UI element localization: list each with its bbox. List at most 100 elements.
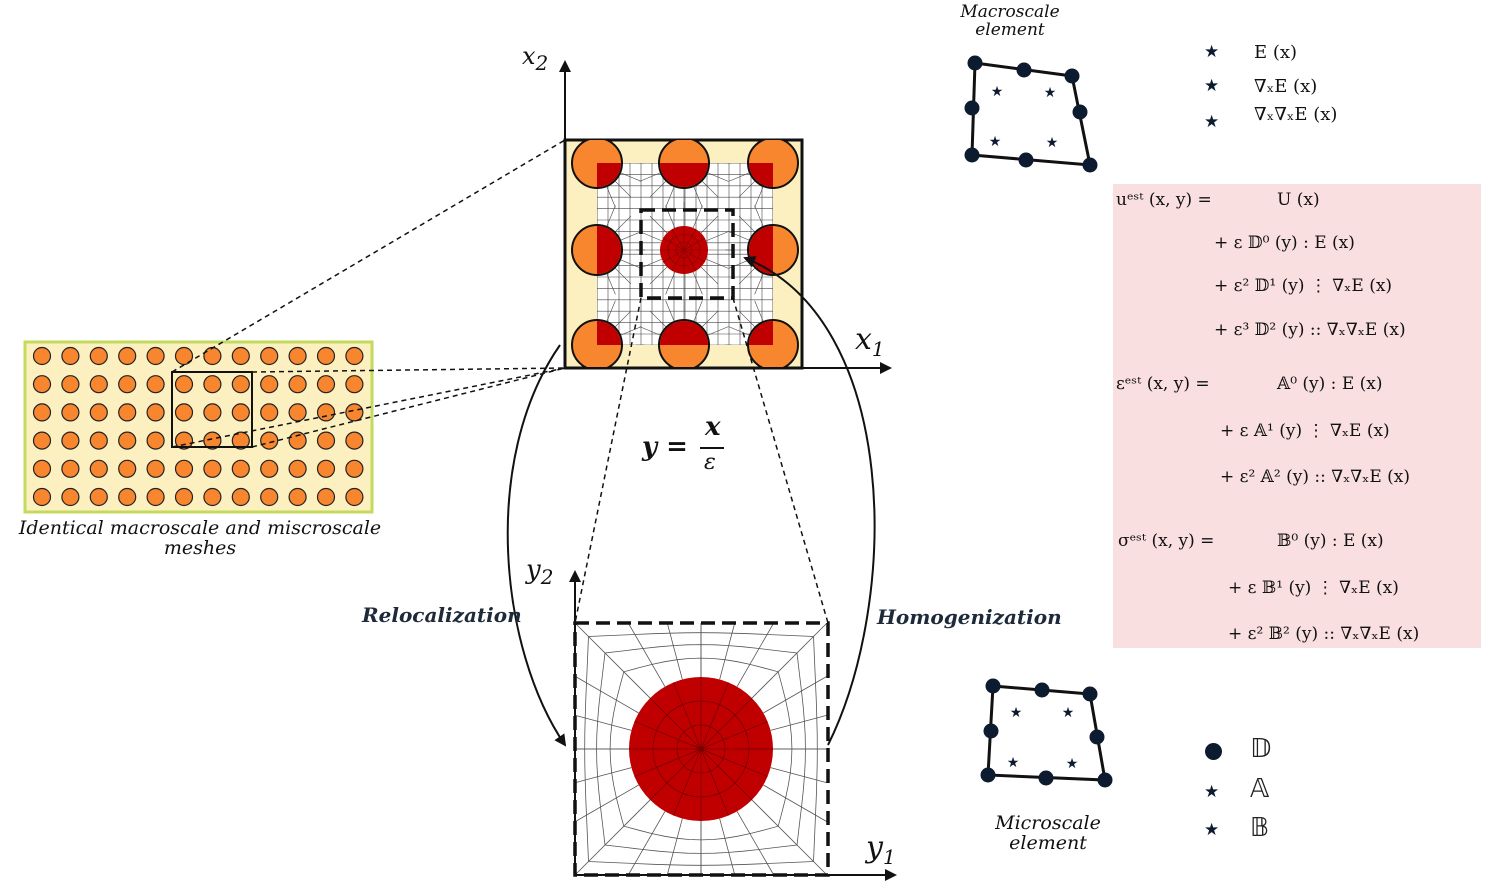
- plate-inclusion: [61, 346, 80, 366]
- mesh-line: [751, 622, 828, 699]
- element-node: [967, 55, 983, 71]
- mesh-line: [574, 799, 651, 876]
- plate-inclusion: [260, 346, 279, 366]
- periodic-cell: [563, 138, 804, 370]
- axis-y1-subscript: 1: [882, 845, 896, 869]
- mesh-line: [574, 675, 639, 714]
- macro-plate: [23, 340, 374, 514]
- plate-inclusion: [345, 459, 364, 478]
- plate-inclusion: [345, 403, 364, 422]
- mesh-line: [673, 748, 702, 816]
- plate-inclusion: [89, 403, 108, 422]
- mesh-line: [663, 237, 685, 251]
- legend-star-icon: ★: [1204, 782, 1220, 802]
- macro-element-caption-line-2: element: [975, 19, 1045, 40]
- plate-inclusion: [89, 459, 108, 478]
- plate-inclusion: [89, 431, 108, 450]
- element-node: [1016, 62, 1032, 78]
- plate-zoom-window: [171, 371, 253, 448]
- eps-est-term-3: + ε² 𝔸² (y) :: ∇ₓ∇ₓE (x): [1220, 467, 1411, 487]
- plate-inclusion: [231, 459, 250, 478]
- mesh-line: [634, 721, 702, 750]
- mesh-line: [719, 622, 736, 680]
- plate-inclusion: [118, 459, 137, 478]
- plate-inclusion: [260, 431, 279, 450]
- plate-inclusion: [203, 375, 222, 394]
- mesh-line: [627, 622, 666, 687]
- mesh-line: [683, 237, 705, 251]
- legend-star-icon: ★: [1204, 76, 1220, 96]
- legend-star-icon: ★: [1204, 820, 1220, 840]
- plate-inclusion: [288, 487, 307, 507]
- plate-inclusion: [146, 487, 165, 507]
- plate-inclusion: [118, 403, 137, 422]
- axis-y2-letter: y: [526, 555, 541, 585]
- axis-x2-letter: x: [522, 42, 536, 70]
- axis-x1-subscript: 1: [871, 337, 885, 361]
- plate-inclusion: [345, 375, 364, 394]
- plate-inclusion: [89, 375, 108, 394]
- plate-inclusion: [61, 431, 80, 450]
- mesh-line: [700, 721, 768, 750]
- plate-inclusion: [231, 487, 250, 507]
- element-node: [980, 767, 996, 783]
- plate-inclusion: [316, 403, 336, 422]
- plate-inclusion: [316, 431, 336, 450]
- integration-point-icon: ★: [1046, 135, 1059, 151]
- element-node: [1089, 729, 1105, 745]
- plate-inclusion: [203, 431, 222, 450]
- u-est-term-2: + ε 𝔻⁰ (y) : E (x): [1214, 233, 1355, 253]
- plate-inclusion: [203, 459, 222, 478]
- sig-est-term-1: 𝔹⁰ (y) : E (x): [1277, 531, 1384, 551]
- micro-element-caption-line-2: element: [1009, 831, 1087, 854]
- element-node: [964, 147, 980, 163]
- scale-relation-fraction-bar: [700, 447, 724, 449]
- legend-macro-E: E (x): [1254, 42, 1298, 63]
- u-est-lhs: uᵉˢᵗ (x, y) =: [1116, 190, 1212, 210]
- micro-element: ★★★★: [980, 678, 1113, 788]
- plate-inclusion: [32, 487, 52, 507]
- plate-inclusion: [32, 431, 52, 450]
- left-caption-line-2: meshes: [163, 536, 237, 559]
- mesh-line: [649, 697, 702, 750]
- axis-x2-subscript: 2: [535, 50, 549, 75]
- plate-inclusion: [146, 459, 165, 478]
- axis-y2-subscript: 2: [540, 565, 554, 590]
- micro-element-caption: Microscale element: [978, 812, 1118, 854]
- plate-inclusion: [316, 459, 336, 478]
- macro-element-caption: Macroscale element: [955, 3, 1065, 40]
- plate-inclusion: [146, 431, 165, 450]
- element-node: [1034, 682, 1050, 698]
- mesh-line: [683, 249, 705, 263]
- u-est-term-3: + ε² 𝔻¹ (y) ⋮ ∇ₓE (x): [1214, 276, 1393, 296]
- element-node: [1064, 68, 1080, 84]
- plate-inclusion: [118, 431, 137, 450]
- mesh-line: [634, 748, 702, 777]
- plate-inclusion: [316, 375, 336, 394]
- plate-inclusion: [345, 431, 364, 450]
- mesh-line: [663, 249, 685, 263]
- element-node: [1038, 770, 1054, 786]
- plate-inclusion: [174, 459, 194, 478]
- mesh-line: [736, 811, 775, 876]
- plate-inclusion: [288, 431, 307, 450]
- scale-relation-lhs: y =: [642, 432, 688, 462]
- integration-point-icon: ★: [1062, 705, 1075, 721]
- legend-micro-D: 𝔻: [1250, 734, 1272, 764]
- plate-inclusion: [32, 403, 52, 422]
- micro-element-caption-line-1: Microscale: [995, 812, 1101, 834]
- plate-inclusion: [174, 431, 194, 450]
- plate-inclusion: [316, 346, 336, 366]
- legend-star-icon: ★: [1204, 42, 1220, 62]
- cell-zoom-window: [639, 208, 735, 300]
- mesh-line: [751, 799, 828, 876]
- cell-inclusion-interior: [597, 321, 621, 345]
- plate-inclusion: [32, 375, 52, 394]
- plate-inclusion: [288, 375, 307, 394]
- plate-inclusion: [61, 487, 80, 507]
- cell-inclusion-interior: [660, 163, 708, 187]
- axis-x1-letter: x: [855, 322, 872, 357]
- mesh-line: [649, 748, 702, 801]
